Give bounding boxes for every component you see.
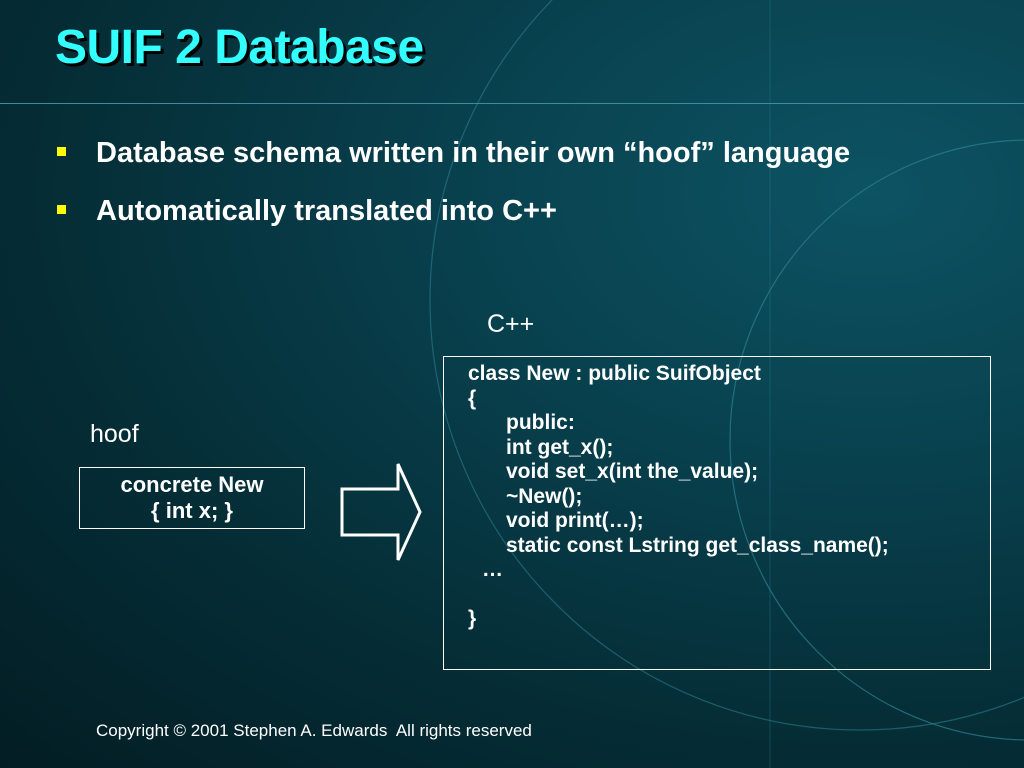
bullet-text: Automatically translated into C++ — [96, 195, 557, 227]
hoof-label: hoof — [90, 420, 139, 448]
cpp-code-line: int get_x(); — [506, 435, 614, 459]
title-divider — [0, 103, 1024, 104]
cpp-code-line: public: — [506, 411, 575, 434]
copyright-footer: Copyright © 2001 Stephen A. Edwards All … — [96, 721, 532, 740]
cpp-code-line: { — [468, 386, 477, 410]
cpp-code-line: ~New(); — [506, 484, 583, 508]
cpp-code-line: static const Lstring get_class_name(); — [506, 533, 889, 557]
cpp-code-line: class New : public SuifObject — [468, 362, 761, 385]
cpp-label: C++ — [487, 310, 535, 338]
cpp-code-line: void print(…); — [506, 509, 644, 532]
hoof-code-box: concrete New { int x; } — [79, 467, 305, 529]
right-arrow-icon — [340, 463, 422, 561]
hoof-code-line: concrete New — [120, 472, 264, 497]
cpp-code-line: void set_x(int the_value); — [506, 460, 759, 483]
slide-title: SUIF 2 Database — [55, 21, 424, 74]
cpp-code-line: } — [468, 607, 477, 630]
cpp-code-line — [468, 583, 990, 608]
bullet-list: Database schema written in their own “ho… — [55, 135, 955, 251]
cpp-code-line: … — [482, 558, 503, 581]
square-bullet-icon — [57, 205, 66, 214]
bullet-text: Database schema written in their own “ho… — [96, 137, 851, 169]
bullet-item: Automatically translated into C++ — [55, 193, 856, 229]
bullet-item: Database schema written in their own “ho… — [55, 135, 856, 171]
square-bullet-icon — [57, 147, 66, 156]
hoof-code-line: { int x; } — [151, 498, 233, 523]
cpp-code-box: class New : public SuifObject { public: … — [443, 356, 991, 670]
